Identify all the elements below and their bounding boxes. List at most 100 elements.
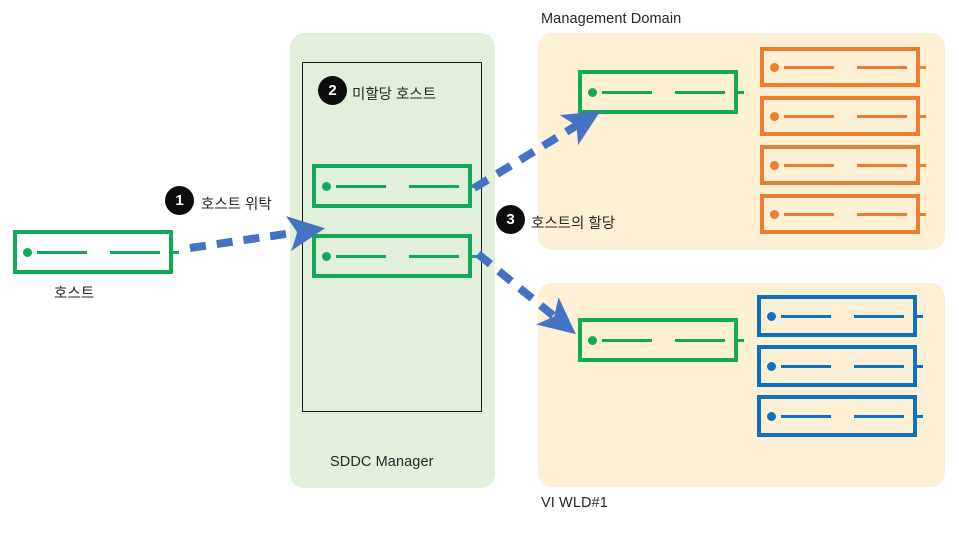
server-bay-divider — [854, 414, 904, 418]
server-led-icon — [167, 246, 183, 258]
server-ring-icon — [658, 335, 669, 346]
vi-wld-existing-server-3 — [757, 395, 923, 437]
server-bay — [409, 244, 459, 268]
server-led-icon — [914, 61, 930, 73]
server-bay-divider — [784, 114, 834, 118]
server-ring-icon — [840, 111, 851, 122]
step-badge-2: 2 — [318, 76, 347, 105]
management-domain-caption: Management Domain — [541, 11, 682, 27]
server-ring-icon — [837, 361, 848, 372]
server-bay-divider — [854, 364, 904, 368]
server-led-icon — [911, 410, 927, 422]
step-label-1: 호스트 위탁 — [201, 197, 272, 213]
server-status-dot — [767, 311, 776, 321]
server-bay — [784, 105, 834, 127]
management-domain-existing-server-4 — [760, 194, 926, 234]
server-status-dot — [770, 111, 779, 121]
server-ring-icon — [837, 411, 848, 422]
server-ring-icon — [840, 160, 851, 171]
server-bay-divider — [409, 254, 459, 258]
server-led-icon — [914, 110, 930, 122]
server-bay-divider — [37, 250, 87, 254]
server-bay-divider — [602, 338, 652, 342]
server-bay — [675, 80, 725, 104]
server-bay — [784, 56, 834, 78]
server-bay-divider — [409, 184, 459, 188]
step-label-3: 호스트의 할당 — [531, 216, 616, 232]
server-bay — [602, 80, 652, 104]
server-ring-icon — [392, 251, 403, 262]
server-bay-divider — [781, 314, 831, 318]
server-status-dot — [770, 62, 779, 72]
source-host-server — [13, 230, 179, 274]
server-status-dot — [767, 411, 776, 421]
server-bay-divider — [857, 212, 907, 216]
server-bay — [336, 244, 386, 268]
vi-wld-assigned-server — [578, 318, 744, 362]
server-bay-divider — [110, 250, 160, 254]
server-status-dot — [588, 87, 597, 97]
server-status-dot — [322, 251, 331, 261]
host-caption: 호스트 — [54, 286, 95, 302]
server-bay-divider — [857, 114, 907, 118]
vi-wld-existing-server-2 — [757, 345, 923, 387]
management-domain-assigned-server — [578, 70, 744, 114]
server-bay — [781, 405, 831, 428]
server-bay — [781, 305, 831, 328]
server-bay-divider — [857, 65, 907, 69]
server-led-icon — [911, 310, 927, 322]
management-domain-existing-server-3 — [760, 145, 926, 185]
arrow-host-to-sddc — [189, 216, 325, 252]
server-ring-icon — [840, 209, 851, 220]
management-domain-existing-server-1 — [760, 47, 926, 87]
server-bay-divider — [784, 212, 834, 216]
sddc-manager-panel — [290, 33, 495, 488]
server-bay-divider — [675, 338, 725, 342]
server-bay-divider — [784, 163, 834, 167]
server-status-dot — [770, 160, 779, 170]
management-domain-existing-server-2 — [760, 96, 926, 136]
server-led-icon — [911, 360, 927, 372]
server-status-dot — [322, 181, 331, 191]
server-bay — [857, 203, 907, 225]
vi-wld-caption: VI WLD#1 — [541, 495, 608, 511]
server-ring-icon — [840, 62, 851, 73]
server-ring-icon — [392, 181, 403, 192]
server-bay — [110, 240, 160, 264]
step-badge-3: 3 — [496, 205, 525, 234]
server-bay — [784, 154, 834, 176]
server-bay-divider — [781, 414, 831, 418]
server-bay-divider — [857, 163, 907, 167]
server-led-icon — [914, 159, 930, 171]
server-bay-divider — [336, 254, 386, 258]
server-bay — [336, 174, 386, 198]
server-led-icon — [732, 86, 748, 98]
unassigned-host-server-1 — [312, 164, 478, 208]
server-status-dot — [767, 361, 776, 371]
server-led-icon — [466, 250, 482, 262]
step-label-2: 미할당 호스트 — [352, 87, 437, 103]
server-ring-icon — [837, 311, 848, 322]
server-status-dot — [770, 209, 779, 219]
server-led-icon — [914, 208, 930, 220]
server-bay-divider — [784, 65, 834, 69]
server-bay — [854, 355, 904, 378]
sddc-manager-caption: SDDC Manager — [330, 454, 434, 470]
server-bay — [409, 174, 459, 198]
server-bay — [675, 328, 725, 352]
server-bay-divider — [781, 364, 831, 368]
server-ring-icon — [658, 87, 669, 98]
server-bay-divider — [854, 314, 904, 318]
server-led-icon — [466, 180, 482, 192]
server-bay — [37, 240, 87, 264]
server-bay — [857, 154, 907, 176]
server-status-dot — [23, 247, 32, 257]
unassigned-host-server-2 — [312, 234, 478, 278]
server-led-icon — [732, 334, 748, 346]
server-bay — [854, 405, 904, 428]
vi-wld-existing-server-1 — [757, 295, 923, 337]
server-bay — [854, 305, 904, 328]
server-bay-divider — [336, 184, 386, 188]
server-bay — [784, 203, 834, 225]
